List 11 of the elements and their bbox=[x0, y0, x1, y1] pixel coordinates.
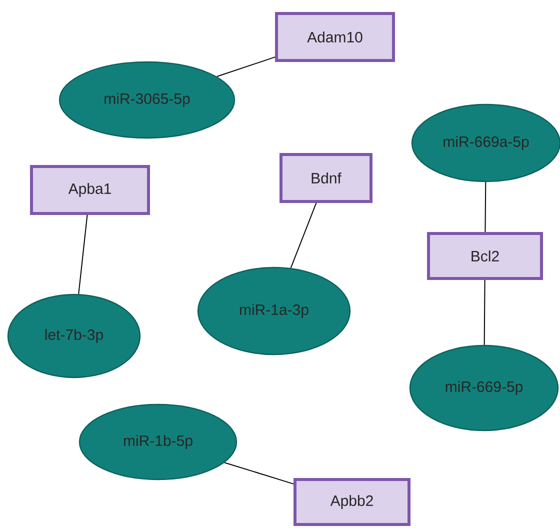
connector-line bbox=[78, 214, 88, 294]
gene-box: Bdnf bbox=[280, 153, 372, 203]
connector-line bbox=[224, 462, 294, 484]
connector-line bbox=[290, 202, 317, 268]
gene-box: Adam10 bbox=[275, 12, 395, 62]
connector-line bbox=[484, 279, 486, 346]
gene-box: Apbb2 bbox=[294, 478, 410, 526]
connector-line bbox=[484, 182, 486, 232]
gene-box: Bcl2 bbox=[427, 232, 543, 280]
connector-line bbox=[216, 56, 276, 78]
gene-box: Apba1 bbox=[30, 165, 150, 215]
